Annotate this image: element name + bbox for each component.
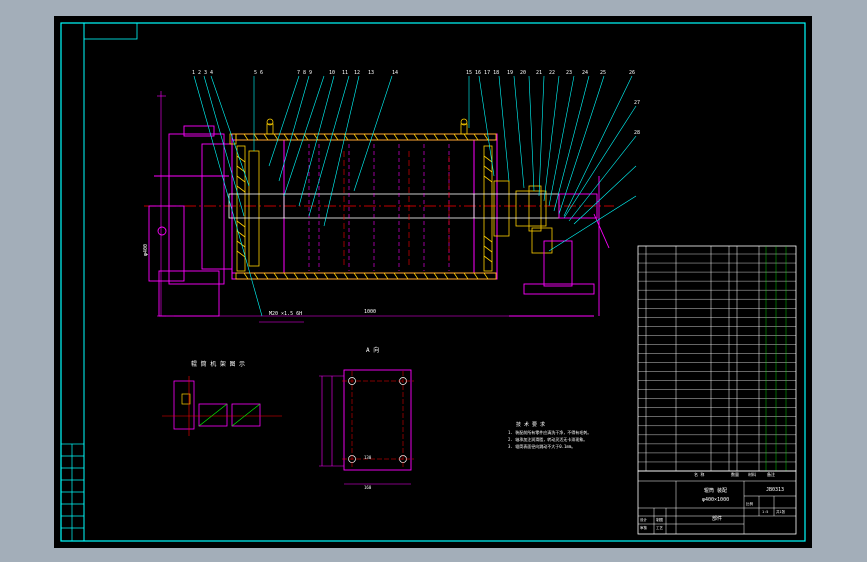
svg-text:工艺: 工艺: [656, 525, 664, 530]
balloon: 5 6: [254, 70, 263, 76]
view-a-label: A 向: [366, 346, 379, 354]
balloon: 1 2 3 4: [192, 70, 213, 76]
drawing-number: JB0313: [766, 487, 784, 493]
svg-text:130: 130: [364, 455, 372, 460]
balloon: 20: [520, 70, 526, 76]
note-line: 1. 装配前所有零件应清洗干净，不得有毛刺。: [508, 429, 591, 435]
view-a-plate: A 向 160 130: [319, 346, 414, 490]
technical-notes: 技 术 要 求 1. 装配前所有零件应清洗干净，不得有毛刺。 2. 轴承加注润滑…: [508, 421, 591, 449]
note-line: 3. 辊筒表面径向跳动不大于0.1mm。: [508, 443, 575, 449]
title-block: 辊筒 装配 φ400×1000 JB0313 部件 比例 1:5 共1张 设计 …: [637, 470, 797, 535]
schematic-title: 辊 筒 机 架 图 示: [191, 360, 245, 368]
svg-text:数量: 数量: [731, 471, 739, 477]
balloon: 11: [342, 70, 348, 76]
svg-text:φ400: φ400: [143, 244, 149, 256]
schematic-view: 辊 筒 机 架 图 示: [162, 360, 282, 436]
balloon: 24: [582, 70, 588, 76]
drawing-frame: [83, 22, 806, 542]
cad-drawing: M20 ×1.5 6H 1000 φ400 1 2 3 4 5 6: [60, 22, 806, 542]
balloons-left: 1 2 3 4 5 6 7 8 9 10 11 12 13 14: [192, 70, 398, 76]
svg-text:制图: 制图: [656, 517, 664, 522]
leader-lines: [193, 75, 637, 317]
balloon: 10: [329, 70, 335, 76]
svg-text:设计: 设计: [640, 517, 648, 522]
balloon: 28: [634, 130, 640, 136]
balloon: 7 8 9: [297, 70, 312, 76]
balloons-right: 15 16 17 18 19 20 21 22 23 24 25 26 27 2…: [466, 70, 640, 136]
balloon: 15 16 17 18: [466, 70, 499, 76]
svg-text:160: 160: [364, 485, 372, 490]
balloon: 23: [566, 70, 572, 76]
ratio-value: 1:5: [762, 510, 768, 514]
balloon: 19: [507, 70, 513, 76]
balloon: 21: [536, 70, 542, 76]
drawing-spec: φ400×1000: [702, 497, 729, 503]
outer-border: [60, 22, 806, 542]
svg-text:审核: 审核: [640, 525, 648, 530]
balloon: 27: [634, 100, 640, 106]
note-line: 2. 轴承加注润滑脂，转动灵活无卡滞现象。: [508, 436, 587, 442]
sheet-label: 共1张: [776, 509, 786, 514]
svg-text:M20 ×1.5 6H: M20 ×1.5 6H: [269, 311, 302, 317]
balloon: 26: [629, 70, 635, 76]
balloon: 14: [392, 70, 398, 76]
balloon: 25: [600, 70, 606, 76]
left-binding-strip: [60, 443, 85, 542]
drawing-name: 辊筒 装配: [704, 487, 727, 494]
svg-text:名 称: 名 称: [694, 471, 704, 477]
svg-text:1000: 1000: [364, 309, 376, 315]
part-label: 部件: [712, 515, 722, 522]
ratio-label: 比例: [746, 501, 754, 506]
balloon: 22: [549, 70, 555, 76]
balloon: 13: [368, 70, 374, 76]
svg-text:材料: 材料: [748, 471, 756, 477]
balloon: 12: [354, 70, 360, 76]
top-left-block: [83, 22, 138, 40]
drawing-sheet: M20 ×1.5 6H 1000 φ400 1 2 3 4 5 6: [54, 16, 812, 548]
bom-table: 名 称 数量 材料 备注: [637, 245, 797, 477]
notes-title: 技 术 要 求: [516, 421, 545, 428]
svg-text:备注: 备注: [767, 471, 775, 477]
roller-assembly-view: M20 ×1.5 6H 1000 φ400: [143, 91, 614, 323]
